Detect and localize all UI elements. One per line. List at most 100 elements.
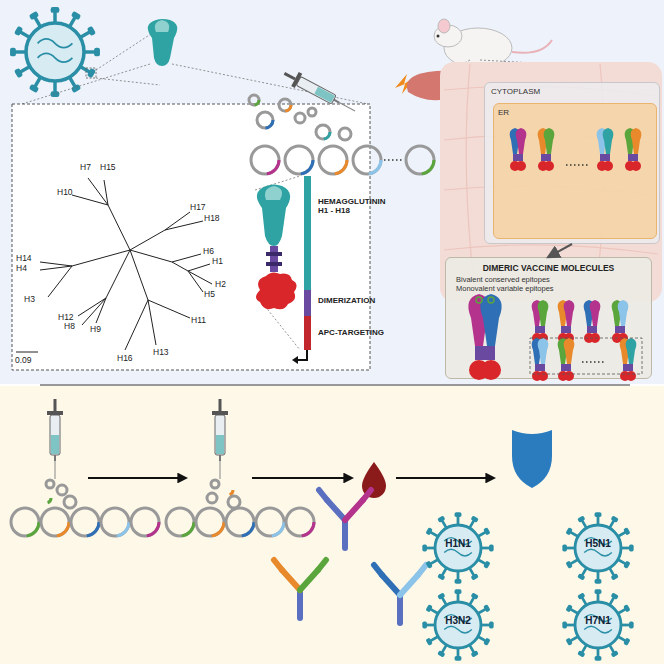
decoration <box>196 508 224 536</box>
box-heading: DIMERIC VACCINE MOLECULES <box>446 258 651 275</box>
tree-leaf-label: H13 <box>153 348 169 357</box>
decoration <box>10 7 100 97</box>
decoration <box>438 19 450 33</box>
influenza-virus <box>10 7 100 97</box>
viruses <box>422 512 633 660</box>
virus-label: H1N1 <box>428 538 488 549</box>
decoration <box>131 508 159 536</box>
decoration <box>101 508 129 536</box>
decoration <box>11 508 39 536</box>
decoration <box>319 146 347 174</box>
decoration <box>318 560 326 570</box>
virus-label: H5N1 <box>568 538 628 549</box>
decoration <box>397 595 403 623</box>
decoration <box>212 399 228 479</box>
domain-label: APC-TARGETING <box>318 329 384 338</box>
decoration <box>11 508 39 536</box>
decoration <box>72 178 130 250</box>
decoration <box>196 508 224 536</box>
decoration <box>22 64 150 104</box>
tree-leaf-label: H17 <box>190 203 206 212</box>
syringe <box>212 399 228 479</box>
decoration <box>282 570 300 590</box>
decoration <box>71 508 99 536</box>
decoration <box>249 95 259 105</box>
decoration <box>297 590 303 618</box>
decoration <box>130 212 203 250</box>
decoration <box>64 496 76 508</box>
decoration <box>295 113 305 123</box>
decoration <box>41 508 69 536</box>
compartment-box: CYTOPLASMER <box>484 82 660 244</box>
decoration <box>172 64 368 104</box>
decoration <box>274 560 282 570</box>
decoration <box>406 146 434 174</box>
virus-label: H3N2 <box>428 615 488 626</box>
tree-leaf-label: H1 <box>212 257 223 266</box>
decoration <box>384 159 404 161</box>
tree-leaf-label: H14 <box>16 254 32 263</box>
decoration <box>512 40 552 53</box>
decoration <box>304 290 311 316</box>
tree-box <box>12 104 370 370</box>
domain-label: HEMAGGLUTININ H1 - H18 <box>318 198 394 216</box>
decoration <box>155 20 169 32</box>
decoration <box>47 399 63 479</box>
decoration <box>256 272 297 309</box>
decoration <box>339 128 351 140</box>
decoration <box>252 477 352 479</box>
box-heading: ER <box>494 104 656 117</box>
tree-leaf-label: H7 <box>80 163 91 172</box>
decoration <box>422 589 493 660</box>
decoration <box>40 250 130 297</box>
decoration <box>211 480 219 488</box>
decoration <box>279 99 291 111</box>
top-panel <box>0 0 664 384</box>
decoration <box>251 146 279 174</box>
decoration <box>101 508 129 536</box>
decoration <box>228 496 240 508</box>
tree-leaf-label: H3 <box>24 295 35 304</box>
box-text: Monovalent variable epitopes <box>446 284 651 293</box>
decoration <box>207 493 217 503</box>
decoration <box>257 185 290 247</box>
decoration <box>292 356 298 364</box>
decoration <box>382 575 400 595</box>
divider <box>40 384 630 385</box>
decoration <box>57 485 67 495</box>
tree-leaf-label: H2 <box>215 280 226 289</box>
domain-label: DIMERIZATION <box>318 297 375 306</box>
tree-leaf-label: H10 <box>57 188 73 197</box>
decoration <box>226 508 254 536</box>
decoration <box>353 146 381 174</box>
decoration <box>418 565 426 575</box>
decoration <box>257 112 273 128</box>
decoration <box>562 512 633 583</box>
decoration <box>223 485 233 495</box>
phylogenetic-tree <box>16 178 212 352</box>
decoration <box>226 508 254 536</box>
box-text: Bivalent conserved epitopes <box>446 275 651 284</box>
decoration <box>316 125 330 139</box>
decoration <box>41 493 51 503</box>
output-box: DIMERIC VACCINE MOLECULESBivalent conser… <box>445 257 652 379</box>
decoration <box>96 78 160 85</box>
decoration <box>444 86 658 254</box>
decoration <box>396 477 494 479</box>
decoration <box>308 108 316 116</box>
decoration <box>148 19 177 66</box>
decoration <box>257 112 273 128</box>
antibodies <box>274 490 426 623</box>
tree-leaf-label: H11 <box>191 316 206 325</box>
virus-label: H7N1 <box>568 615 628 626</box>
decoration <box>319 490 371 548</box>
syringe <box>47 399 63 479</box>
scale-label: 0.09 <box>15 356 32 365</box>
decoration <box>279 99 291 111</box>
decoration <box>562 512 633 583</box>
tree-leaf-label: H12 <box>58 313 74 322</box>
decoration <box>285 146 313 174</box>
decoration <box>319 490 327 500</box>
tree-leaf-label: H8 <box>64 322 75 331</box>
